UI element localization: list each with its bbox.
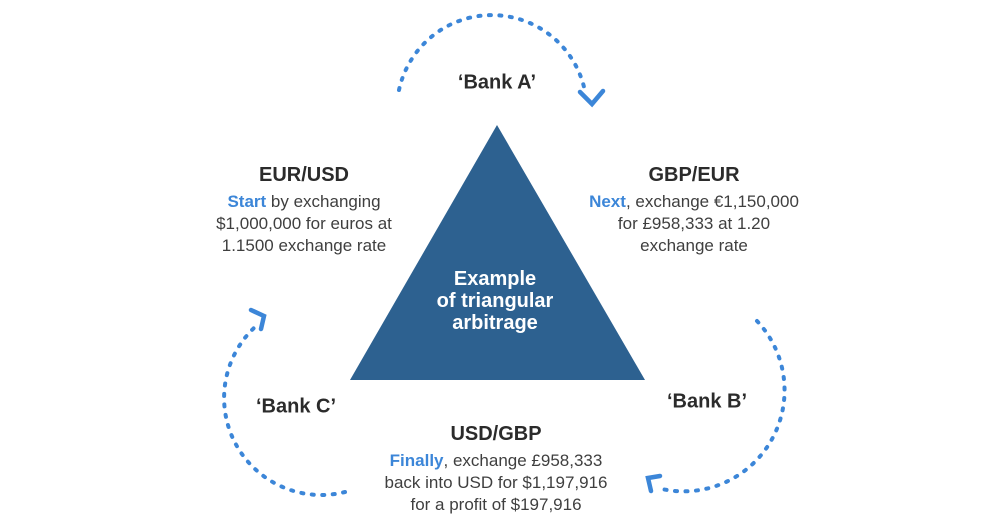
step-line: $1,000,000 for euros at (216, 214, 392, 233)
step-gbp-eur: GBP/EUR Next, exchange €1,150,000 for £9… (589, 165, 799, 257)
step-line: Next, exchange €1,150,000 (589, 191, 799, 213)
bank-a-label: ‘Bank A’ (457, 71, 537, 94)
step-usd-gbp: USD/GBP Finally, exchange £958,333 back … (384, 424, 607, 516)
pair-title-gbp-eur: GBP/EUR (648, 164, 740, 186)
triangle-caption-line: Example (453, 268, 537, 290)
triangle-caption-line: of triangular (436, 290, 554, 312)
step-line-text: by exchanging (266, 192, 381, 211)
triangle-caption: Example of triangular arbitrage (437, 268, 554, 334)
step-line: Start by exchanging (216, 191, 392, 213)
step-line-text: , exchange £958,333 (443, 451, 603, 470)
arc-right-bank-b (660, 319, 787, 494)
pair-title-usd-gbp: USD/GBP (450, 423, 542, 445)
triangle-caption-line: arbitrage (452, 312, 538, 334)
bank-c-label: ‘Bank C’ (255, 395, 337, 418)
step-lead-word: Start (227, 192, 267, 211)
step-eur-usd: EUR/USD Start by exchanging $1,000,000 f… (216, 165, 392, 257)
step-line: for a profit of $197,916 (410, 495, 582, 514)
step-line: exchange rate (640, 236, 748, 255)
arrow-left-icon (645, 473, 663, 494)
step-line: Finally, exchange £958,333 (384, 450, 607, 472)
pair-title-eur-usd: EUR/USD (258, 164, 350, 186)
step-lead-word: Finally (389, 451, 444, 470)
step-line: back into USD for $1,197,916 (384, 473, 608, 492)
step-line: for £958,333 at 1.20 (617, 214, 771, 233)
arrow-up-right-icon (248, 307, 267, 332)
bank-b-label: ‘Bank B’ (666, 390, 748, 413)
arrow-down-icon (577, 88, 606, 108)
triangle-shape (350, 125, 645, 380)
arc-left-bank-c (222, 325, 347, 497)
step-lead-word: Next (589, 192, 626, 211)
step-line: 1.1500 exchange rate (221, 236, 387, 255)
step-line-text: , exchange €1,150,000 (625, 192, 799, 211)
arc-top-bank-a (397, 13, 586, 92)
